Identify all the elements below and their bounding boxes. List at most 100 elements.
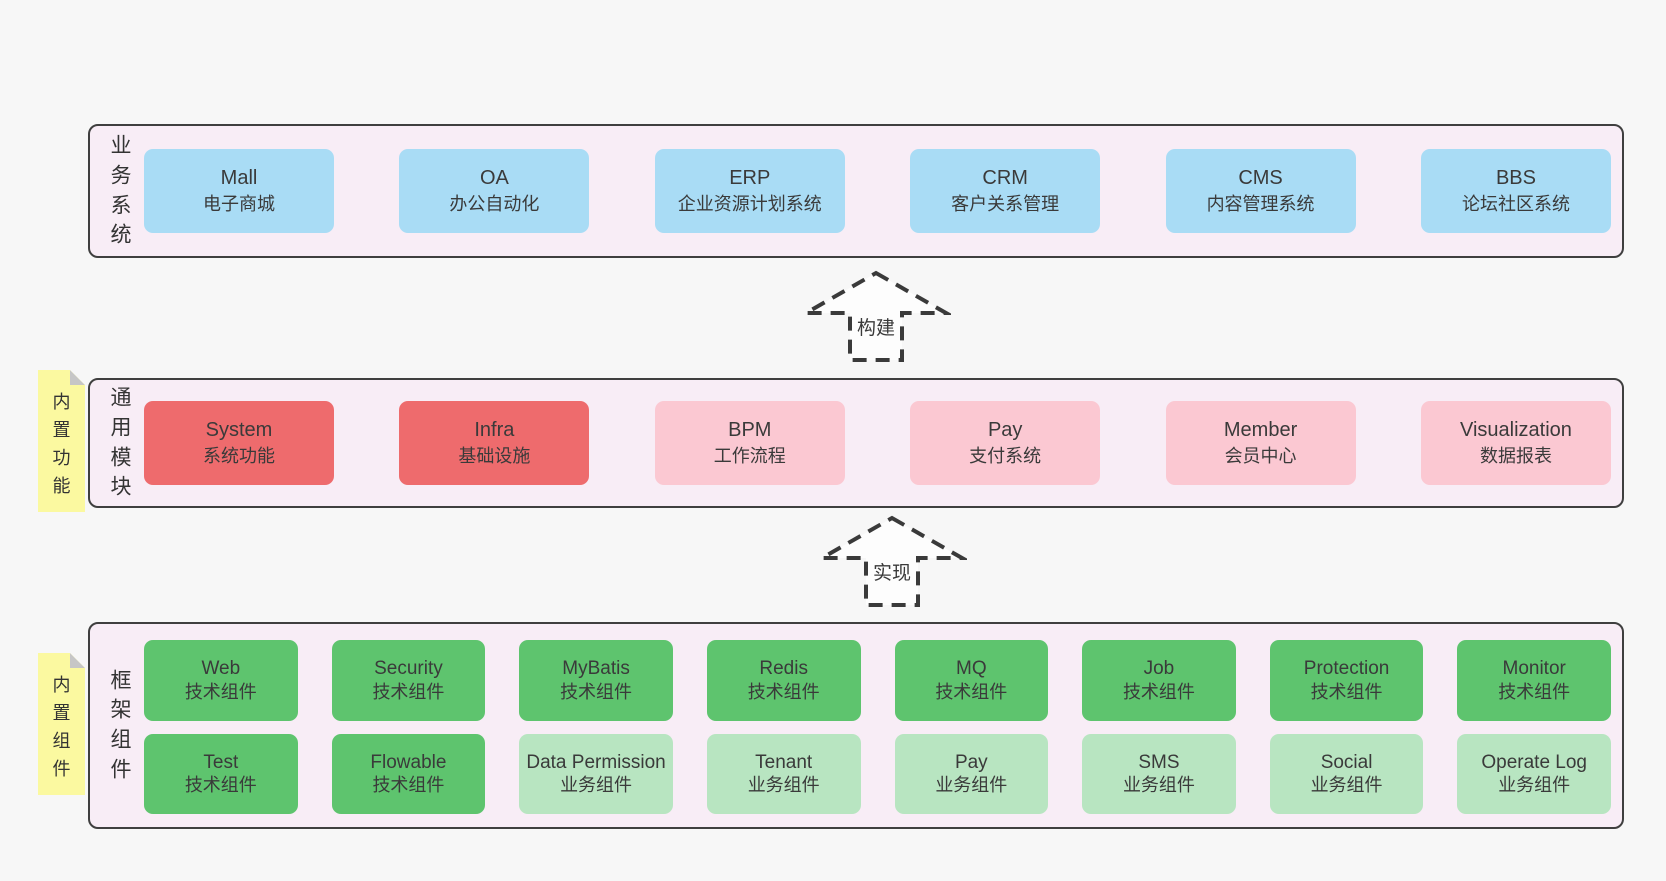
arrow-build-label: 构建 xyxy=(856,318,895,339)
box-title: Protection xyxy=(1303,658,1390,680)
box-title: BBS xyxy=(1495,167,1536,190)
folded-corner-icon xyxy=(70,653,85,668)
box-title: MQ xyxy=(956,658,987,680)
box-subtitle: 业务组件 xyxy=(935,775,1008,796)
box-subtitle: 系统功能 xyxy=(203,446,275,467)
band-label-modules: 通用模块 xyxy=(110,386,132,499)
box-subtitle: 支付系统 xyxy=(969,446,1042,467)
sticky-note-text: 内置组件 xyxy=(52,675,71,779)
band-label-components: 框架组件 xyxy=(110,668,132,782)
box-title: Mall xyxy=(220,167,258,190)
box-subtitle: 技术组件 xyxy=(560,681,633,702)
box-title: CRM xyxy=(982,167,1028,190)
box-title: SMS xyxy=(1138,751,1180,773)
box-title: Monitor xyxy=(1502,658,1566,680)
box-subtitle: 业务组件 xyxy=(1498,775,1571,796)
box-title: Visualization xyxy=(1459,419,1572,442)
box-subtitle: 业务组件 xyxy=(560,775,633,796)
arrow-implement-label: 实现 xyxy=(872,563,911,584)
box-subtitle: 工作流程 xyxy=(713,446,786,467)
box-title: System xyxy=(205,419,273,442)
box-erp: ERP 企业资源计划系统 xyxy=(654,149,845,233)
band-common-modules: 通用模块 System 系统功能 Infra 基础设施 BPM 工作流程 Pay 支付系统 Me… xyxy=(88,378,1624,508)
box-title: Operate Log xyxy=(1481,751,1587,773)
box-subtitle: 业务组件 xyxy=(1310,775,1383,796)
arrow-build-up: 构建 xyxy=(801,269,951,364)
box-title: Job xyxy=(1143,658,1175,680)
box-title: Pay xyxy=(954,751,988,773)
box-subtitle: 电子商城 xyxy=(203,194,275,215)
band-label-business: 业务系统 xyxy=(110,134,132,247)
box-cms: CMS 内容管理系统 xyxy=(1165,149,1356,233)
box-subtitle: 办公自动化 xyxy=(449,194,540,215)
box-system: System 系统功能 xyxy=(144,401,334,485)
box-subtitle: 技术组件 xyxy=(372,681,445,702)
box-subtitle: 会员中心 xyxy=(1224,446,1297,467)
box-title: Member xyxy=(1223,419,1298,442)
box-subtitle: 技术组件 xyxy=(747,681,820,702)
box-title: Data Permission xyxy=(526,751,666,773)
box-subtitle: 技术组件 xyxy=(184,681,257,702)
box-title: Infra xyxy=(474,419,515,442)
box-infra: Infra 基础设施 xyxy=(399,401,590,485)
box-subtitle: 业务组件 xyxy=(1122,775,1195,796)
dashed-up-arrow-icon xyxy=(801,270,951,362)
box-subtitle: 数据报表 xyxy=(1479,446,1552,467)
folded-corner-icon xyxy=(70,370,85,385)
box-pay: Pay 支付系统 xyxy=(910,401,1101,485)
box-crm: CRM 客户关系管理 xyxy=(910,149,1101,233)
box-subtitle: 技术组件 xyxy=(184,775,257,796)
box-bpm: BPM 工作流程 xyxy=(654,401,845,485)
box-title: Test xyxy=(203,751,239,773)
box-title: MyBatis xyxy=(562,658,630,680)
box-visualization: Visualization 数据报表 xyxy=(1420,401,1611,485)
business-boxes: Mall 电子商城 OA 办公自动化 ERP 企业资源计划系统 CRM 客户关系管理 CMS 内容… xyxy=(144,126,1611,256)
box-subtitle: 业务组件 xyxy=(747,775,820,796)
box-title: Social xyxy=(1320,751,1373,773)
box-subtitle: 基础设施 xyxy=(458,446,531,467)
box-subtitle: 技术组件 xyxy=(1122,681,1195,702)
box-mall: Mall 电子商城 xyxy=(144,149,334,233)
box-title: Security xyxy=(374,658,443,680)
box-oa: OA 办公自动化 xyxy=(399,149,590,233)
dashed-up-arrow-icon xyxy=(817,515,967,607)
box-title: Redis xyxy=(759,658,808,680)
box-subtitle: 内容管理系统 xyxy=(1206,194,1315,215)
box-title: Web xyxy=(201,658,241,680)
module-boxes: System 系统功能 Infra 基础设施 BPM 工作流程 Pay 支付系统 Member 会… xyxy=(144,380,1611,506)
box-title: Flowable xyxy=(370,751,447,773)
box-subtitle: 企业资源计划系统 xyxy=(677,194,822,215)
sticky-note-builtin-features: 内置功能 xyxy=(38,370,85,512)
box-title: Tenant xyxy=(755,751,813,773)
box-title: Pay xyxy=(987,419,1023,442)
box-subtitle: 技术组件 xyxy=(1498,681,1571,702)
box-bbs: BBS 论坛社区系统 xyxy=(1420,149,1611,233)
sticky-note-builtin-components: 内置组件 xyxy=(38,653,85,795)
box-title: ERP xyxy=(729,167,771,190)
box-title: BPM xyxy=(728,419,772,442)
box-subtitle: 技术组件 xyxy=(935,681,1008,702)
box-member: Member 会员中心 xyxy=(1165,401,1356,485)
box-title: CMS xyxy=(1238,167,1283,190)
box-subtitle: 论坛社区系统 xyxy=(1461,194,1570,215)
box-title: OA xyxy=(479,167,509,190)
sticky-note-text: 内置功能 xyxy=(52,392,71,496)
box-subtitle: 客户关系管理 xyxy=(951,194,1060,215)
arrow-implement-up: 实现 xyxy=(817,514,967,609)
box-subtitle: 技术组件 xyxy=(372,775,445,796)
box-subtitle: 技术组件 xyxy=(1310,681,1383,702)
